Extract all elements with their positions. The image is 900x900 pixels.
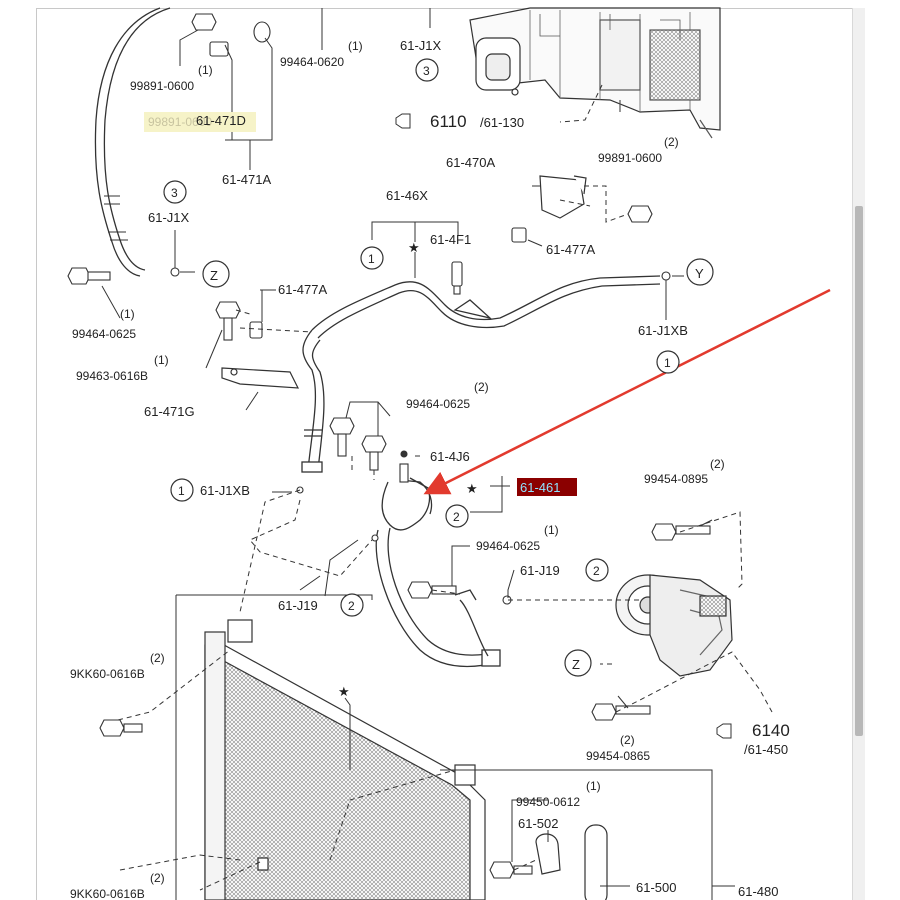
- label-part: 99464-0625: [406, 397, 470, 411]
- receiver-drier: [535, 824, 608, 900]
- label-part-ghost: 99891-0600: [148, 115, 212, 129]
- circle-text: 2: [348, 599, 355, 613]
- label-part: 6140: [752, 721, 790, 740]
- part-labels: (1) 99891-0600 99891-0600 61-471D 61-471…: [70, 38, 790, 900]
- ghost-label-bg: [144, 112, 256, 132]
- circle-text: Z: [210, 268, 218, 283]
- circle-text: 3: [423, 64, 430, 78]
- label-part: 61-477A: [546, 242, 595, 257]
- label-part: /61-130: [480, 115, 524, 130]
- label-part: 61-J1XB: [200, 483, 250, 498]
- label-part: 6110: [430, 112, 467, 131]
- label-part: 61-477A: [278, 282, 327, 297]
- bracket-61-470A: [539, 175, 587, 219]
- condenser: [204, 619, 486, 900]
- red-annotation-arrow: [423, 288, 831, 495]
- star: ★: [338, 684, 350, 699]
- bolts: [67, 13, 711, 879]
- circle-text: Y: [695, 266, 704, 281]
- circle-text: 1: [368, 252, 375, 266]
- circle-text: Z: [572, 657, 580, 672]
- label-part: 99454-0865: [586, 749, 650, 763]
- label-part: 61-500: [636, 880, 676, 895]
- label-qty: (2): [710, 457, 725, 471]
- label-part: 61-470A: [446, 155, 495, 170]
- compressor: [615, 574, 733, 677]
- label-qty: (2): [664, 135, 679, 149]
- label-part: 99464-0620: [280, 55, 344, 69]
- ac-parts-diagram: (1) 99891-0600 99891-0600 61-471D 61-471…: [67, 7, 831, 900]
- label-part: 9KK60-0616B: [70, 887, 145, 900]
- label-qty: (2): [474, 380, 489, 394]
- label-qty: (2): [620, 733, 635, 747]
- pipe-upper-cross: [311, 275, 661, 339]
- label-part: 61-502: [518, 816, 558, 831]
- leader-lines: [101, 8, 735, 900]
- vertical-scrollbar[interactable]: [852, 8, 865, 900]
- label-part: 99464-0625: [476, 539, 540, 553]
- bracket-61-471G: [221, 367, 300, 389]
- label-part: 99463-0616B: [76, 369, 148, 383]
- label-part: 99891-0600: [130, 79, 194, 93]
- label-part-highlighted: 61-461: [520, 480, 560, 495]
- camera-ref-icon: [395, 113, 732, 739]
- circle-text: 2: [453, 510, 460, 524]
- reference-circles: [163, 58, 714, 677]
- label-part: 61-J19: [278, 598, 318, 613]
- circle-text: 1: [664, 356, 671, 370]
- pipe-suction-upper-left: [94, 7, 171, 277]
- label-part: 99450-0612: [516, 795, 580, 809]
- circle-text: 3: [171, 186, 178, 200]
- pipe-discharge: [375, 477, 501, 668]
- label-qty: (1): [348, 39, 363, 53]
- viewer-top-border: [36, 8, 864, 9]
- dashed-leaders: [117, 84, 773, 891]
- label-qty: (2): [150, 651, 165, 665]
- label-part: 61-480: [738, 884, 778, 899]
- label-part: 61-J1X: [148, 210, 190, 225]
- label-part: 61-4F1: [430, 232, 471, 247]
- pipe-vertical-left: [301, 329, 325, 473]
- label-part: 61-J1XB: [638, 323, 688, 338]
- label-part: 9KK60-0616B: [70, 667, 145, 681]
- highlight-61-461-bg: [517, 478, 577, 496]
- viewer-left-border: [36, 8, 37, 900]
- label-part: 99891-0600: [598, 151, 662, 165]
- label-part: 99454-0895: [644, 472, 708, 486]
- star: ★: [466, 481, 478, 496]
- hvac-unit: [469, 7, 721, 139]
- label-part: 61-J19: [520, 563, 560, 578]
- label-part: 99464-0625: [72, 327, 136, 341]
- label-part: 61-J1X: [400, 38, 442, 53]
- label-qty: (1): [544, 523, 559, 537]
- circle-text: 1: [178, 484, 185, 498]
- label-part: 61-4J6: [430, 449, 470, 464]
- label-part: 61-471D: [196, 113, 246, 128]
- label-qty: (2): [150, 871, 165, 885]
- star: ★: [408, 240, 420, 255]
- label-part: 61-471A: [222, 172, 271, 187]
- circle-text: 2: [593, 564, 600, 578]
- label-qty: (1): [120, 307, 135, 321]
- label-part: 61-471G: [144, 404, 195, 419]
- label-qty: (1): [198, 63, 213, 77]
- label-qty: (1): [586, 779, 601, 793]
- label-part: /61-450: [744, 742, 788, 757]
- scrollbar-thumb[interactable]: [855, 206, 863, 736]
- label-qty: (1): [154, 353, 169, 367]
- label-part: 61-46X: [386, 188, 428, 203]
